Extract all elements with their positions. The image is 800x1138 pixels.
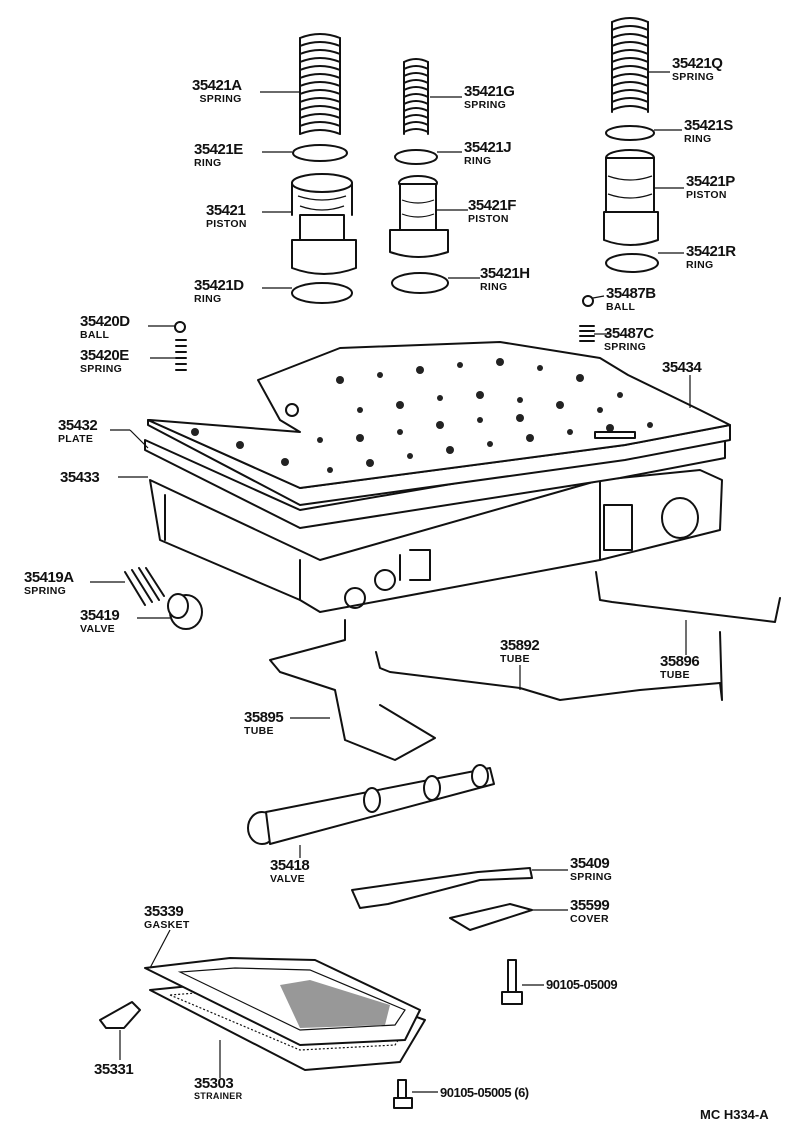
bracket-35331 <box>99 1001 141 1029</box>
spring-35487C <box>579 325 595 342</box>
label-90105-05005: 90105-05005 (6) <box>440 1085 529 1100</box>
cover-35599 <box>449 903 533 931</box>
label-35433: 35433 <box>60 469 100 486</box>
tube-35895 <box>269 619 436 761</box>
spring-35421G <box>403 58 429 135</box>
piston-35421P <box>603 149 659 246</box>
ring-35421D <box>291 282 353 304</box>
label-90105-05009: 90105-05009 <box>546 977 618 992</box>
valve-35419 <box>167 593 203 630</box>
ball-35420D <box>174 321 186 333</box>
drawing-code: MC H334-A <box>700 1107 769 1122</box>
label-35434: 35434 <box>662 359 702 376</box>
ring-35421E <box>292 144 348 162</box>
spring-35419A <box>124 567 165 606</box>
valve-35418 <box>247 764 495 845</box>
spring-35420E <box>175 339 187 371</box>
ring-35421J <box>394 149 438 165</box>
tube-35892 <box>375 631 723 701</box>
piston-35421F <box>389 175 449 258</box>
leader-lines <box>90 71 691 1093</box>
bolt-90105-05005 <box>393 1079 413 1109</box>
label-35331: 35331 <box>94 1061 134 1078</box>
ring-35421R <box>605 253 659 273</box>
ring-35421S <box>605 125 655 141</box>
tube-35896 <box>595 571 781 623</box>
ring-35421H <box>391 272 449 294</box>
spring-35409 <box>351 867 533 909</box>
spring-35421Q <box>611 17 649 113</box>
spring-35421A <box>299 33 341 135</box>
bolt-90105-05009 <box>501 959 523 1005</box>
piston-35421 <box>291 173 357 275</box>
ball-35487B <box>582 295 594 307</box>
gasket-35339 <box>144 957 421 1046</box>
valve-body-assembly <box>144 341 731 613</box>
